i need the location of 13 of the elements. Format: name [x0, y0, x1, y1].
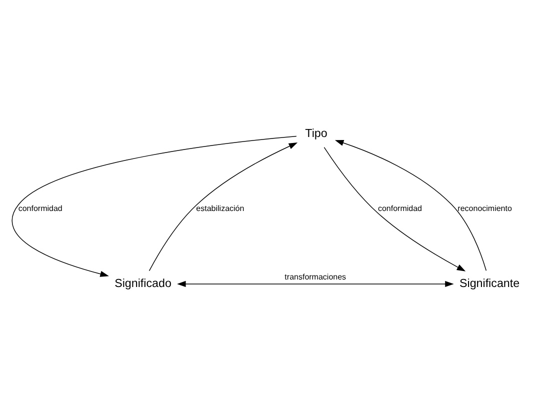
arrow	[324, 146, 466, 272]
arrow	[177, 280, 454, 288]
edge-label: conformidad	[18, 204, 62, 214]
edge-label: reconocimiento	[458, 204, 512, 214]
arrow	[12, 136, 297, 277]
edge-label: conformidad	[378, 204, 422, 214]
edge-label: estabilización	[196, 204, 244, 214]
edge-label: transformaciones	[284, 272, 346, 282]
arrow	[334, 140, 487, 271]
arrow	[148, 142, 298, 272]
node-text: Tipo	[305, 126, 328, 140]
node-text: Significado	[114, 276, 172, 290]
node-text: Significante	[459, 276, 520, 290]
